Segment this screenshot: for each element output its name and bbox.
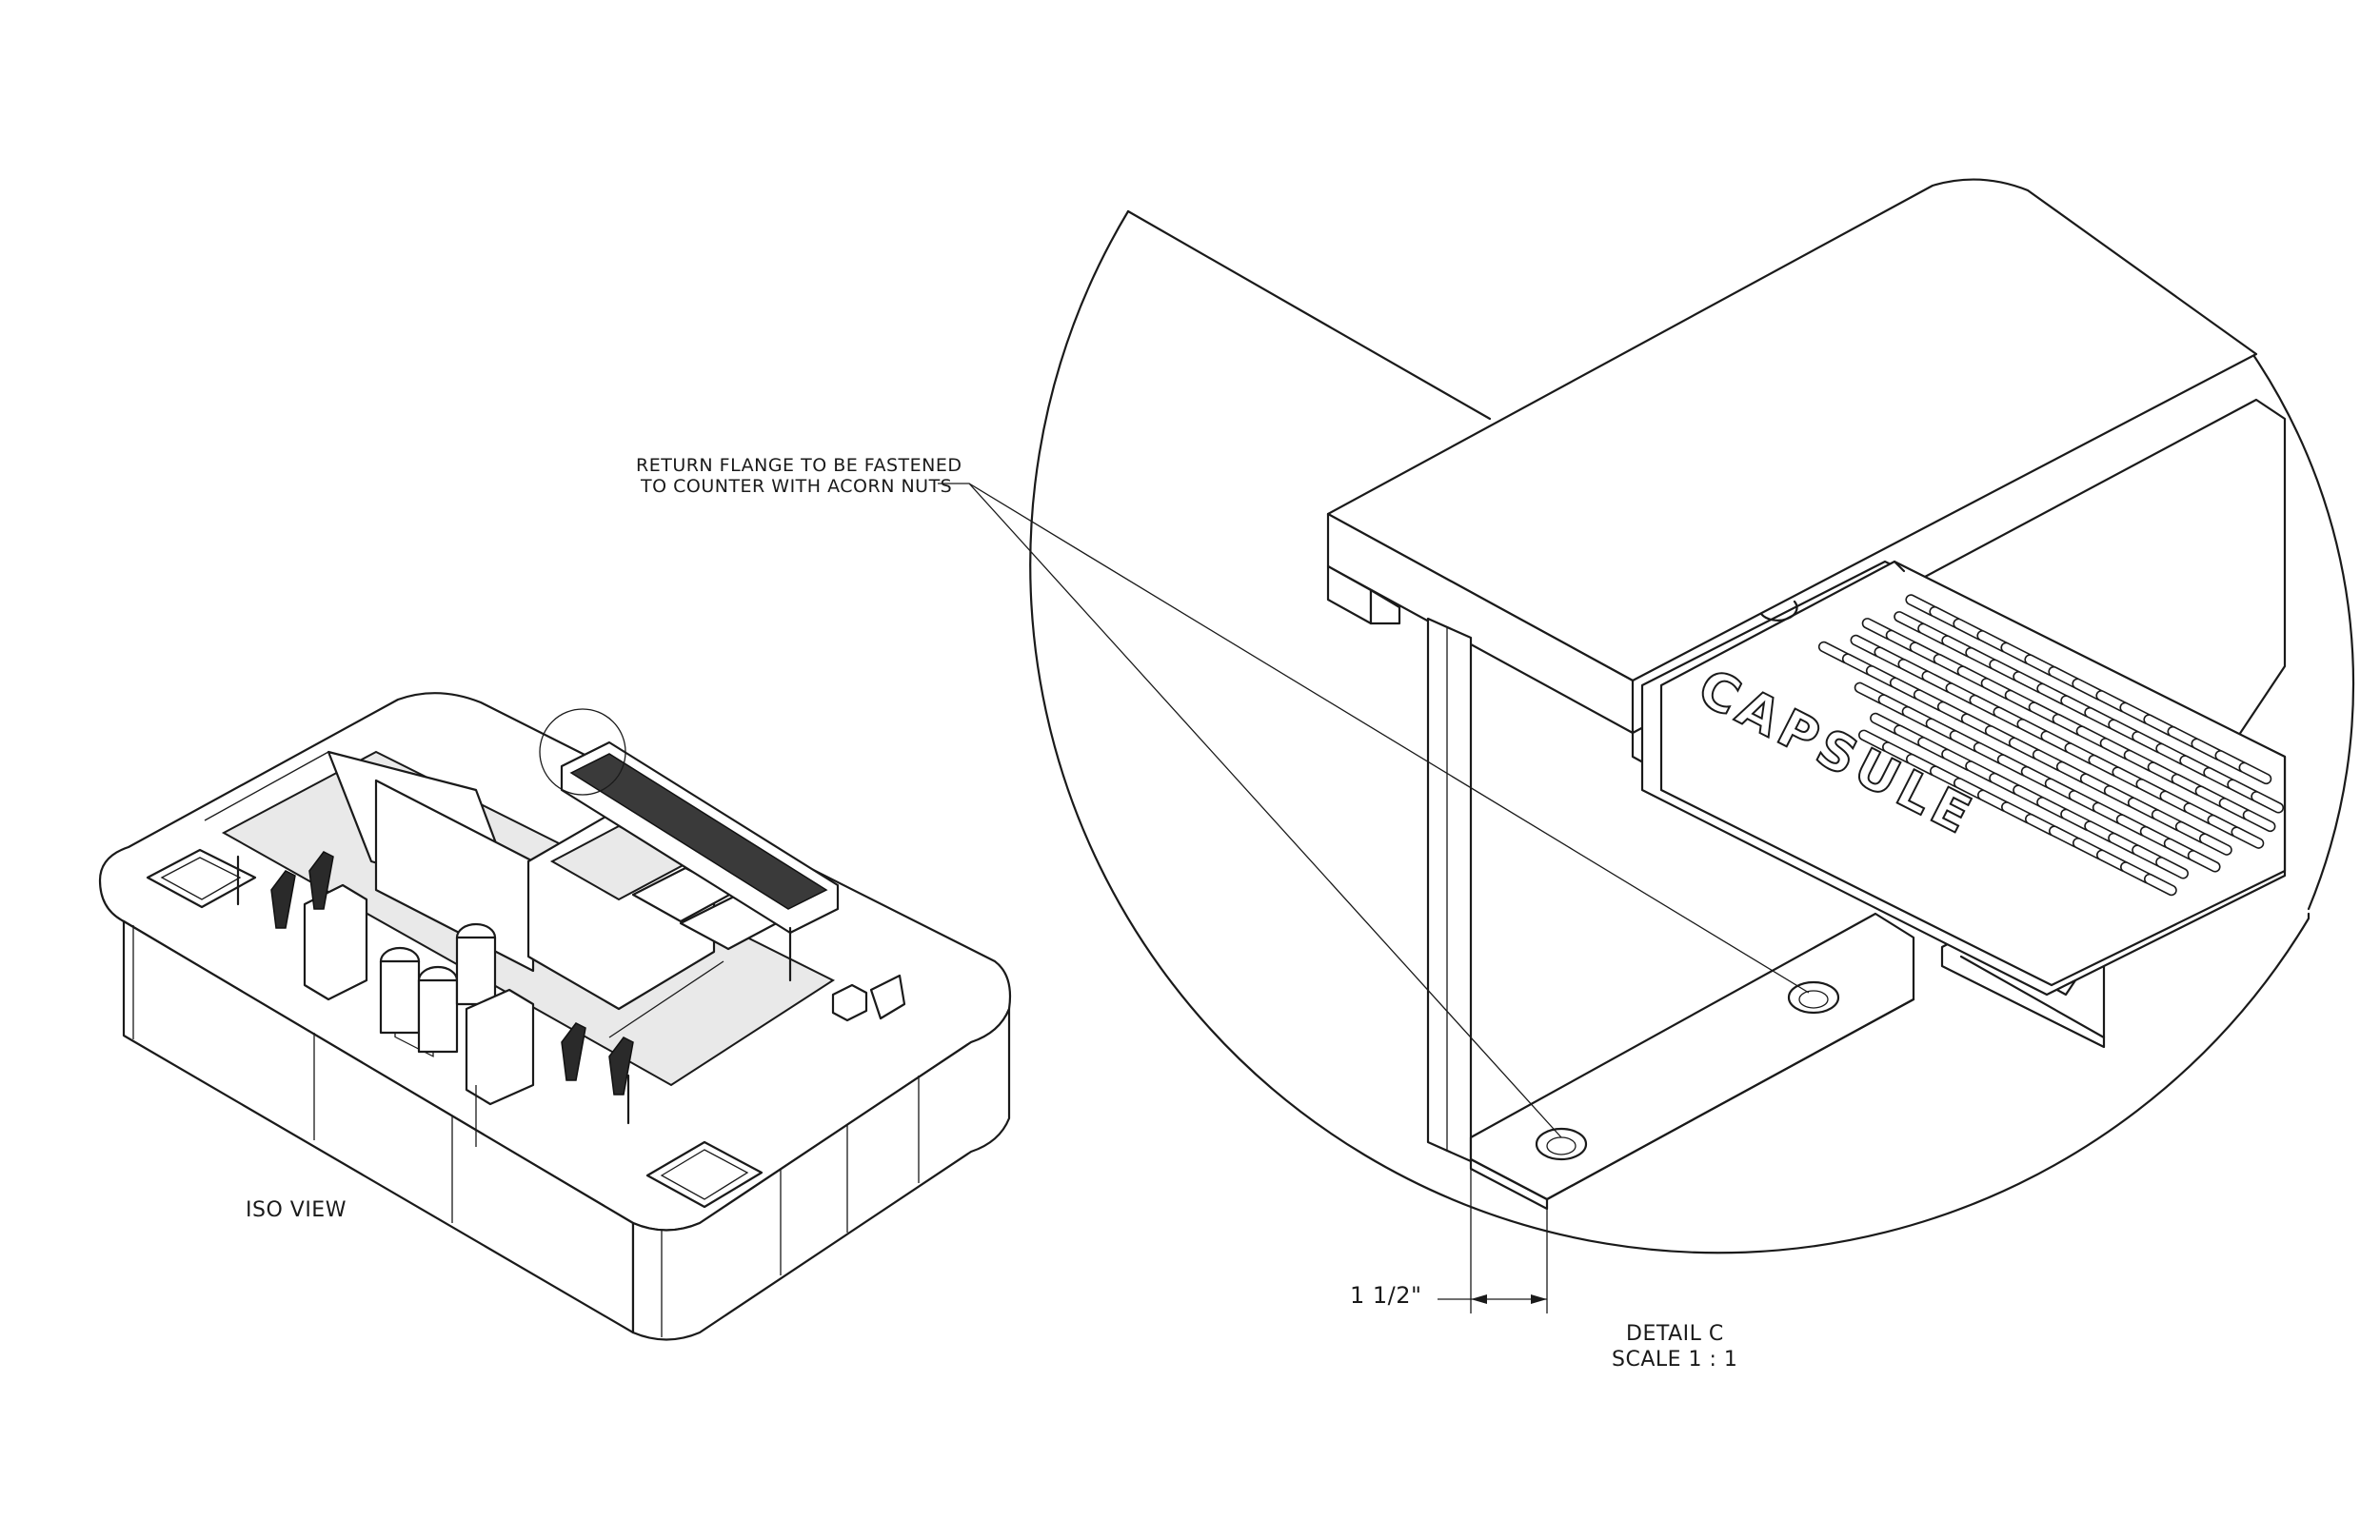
note-line-1: RETURN FLANGE TO BE FASTENED (636, 455, 962, 476)
tray-slot (2242, 809, 2276, 833)
detail-boundary-arc-right (2250, 350, 2355, 911)
detail-boundary-arc-left (1029, 209, 2311, 1254)
tray-slot (2144, 873, 2177, 897)
tray-slot (2187, 850, 2221, 873)
right-sink (645, 1140, 764, 1209)
tray-slot (2251, 791, 2285, 814)
drip-tray-slots (1817, 594, 2285, 897)
return-flange (1469, 912, 1915, 1201)
pos-cube (831, 983, 868, 1022)
note-leader-lines (938, 483, 1810, 1138)
counter-front-right (631, 1007, 1011, 1341)
tray-slot (2155, 857, 2189, 879)
vertical-panel (1426, 617, 1473, 1163)
faucets (236, 851, 792, 1125)
left-sink (146, 848, 257, 909)
tray-slot (2199, 833, 2232, 856)
iso-view-drawing (98, 692, 1012, 1341)
counter-top-slab (1326, 178, 2258, 682)
detail-title: DETAIL C (1626, 1322, 1724, 1346)
acorn-nut-hole-2 (1787, 980, 1840, 1015)
tray-notch (1759, 600, 1798, 622)
detail-scale: SCALE 1 : 1 (1612, 1348, 1738, 1372)
dimension-label: 1 1/2" (1350, 1282, 1422, 1309)
acorn-nut-hole-1 (1535, 1127, 1588, 1161)
detail-c-drawing (1029, 178, 2355, 1254)
panel-seams (132, 925, 920, 1337)
tray-slot (2231, 826, 2265, 849)
pos-screen (869, 974, 906, 1020)
iso-view-label: ISO VIEW (246, 1198, 347, 1222)
note-line-2: TO COUNTER WITH ACORN NUTS (641, 476, 953, 497)
tray-slot (2238, 761, 2272, 785)
dimension-callout (1438, 1166, 1548, 1313)
back-cabinet-2 (374, 779, 535, 973)
grinders (303, 883, 535, 1106)
detail-c-callout (539, 708, 626, 796)
